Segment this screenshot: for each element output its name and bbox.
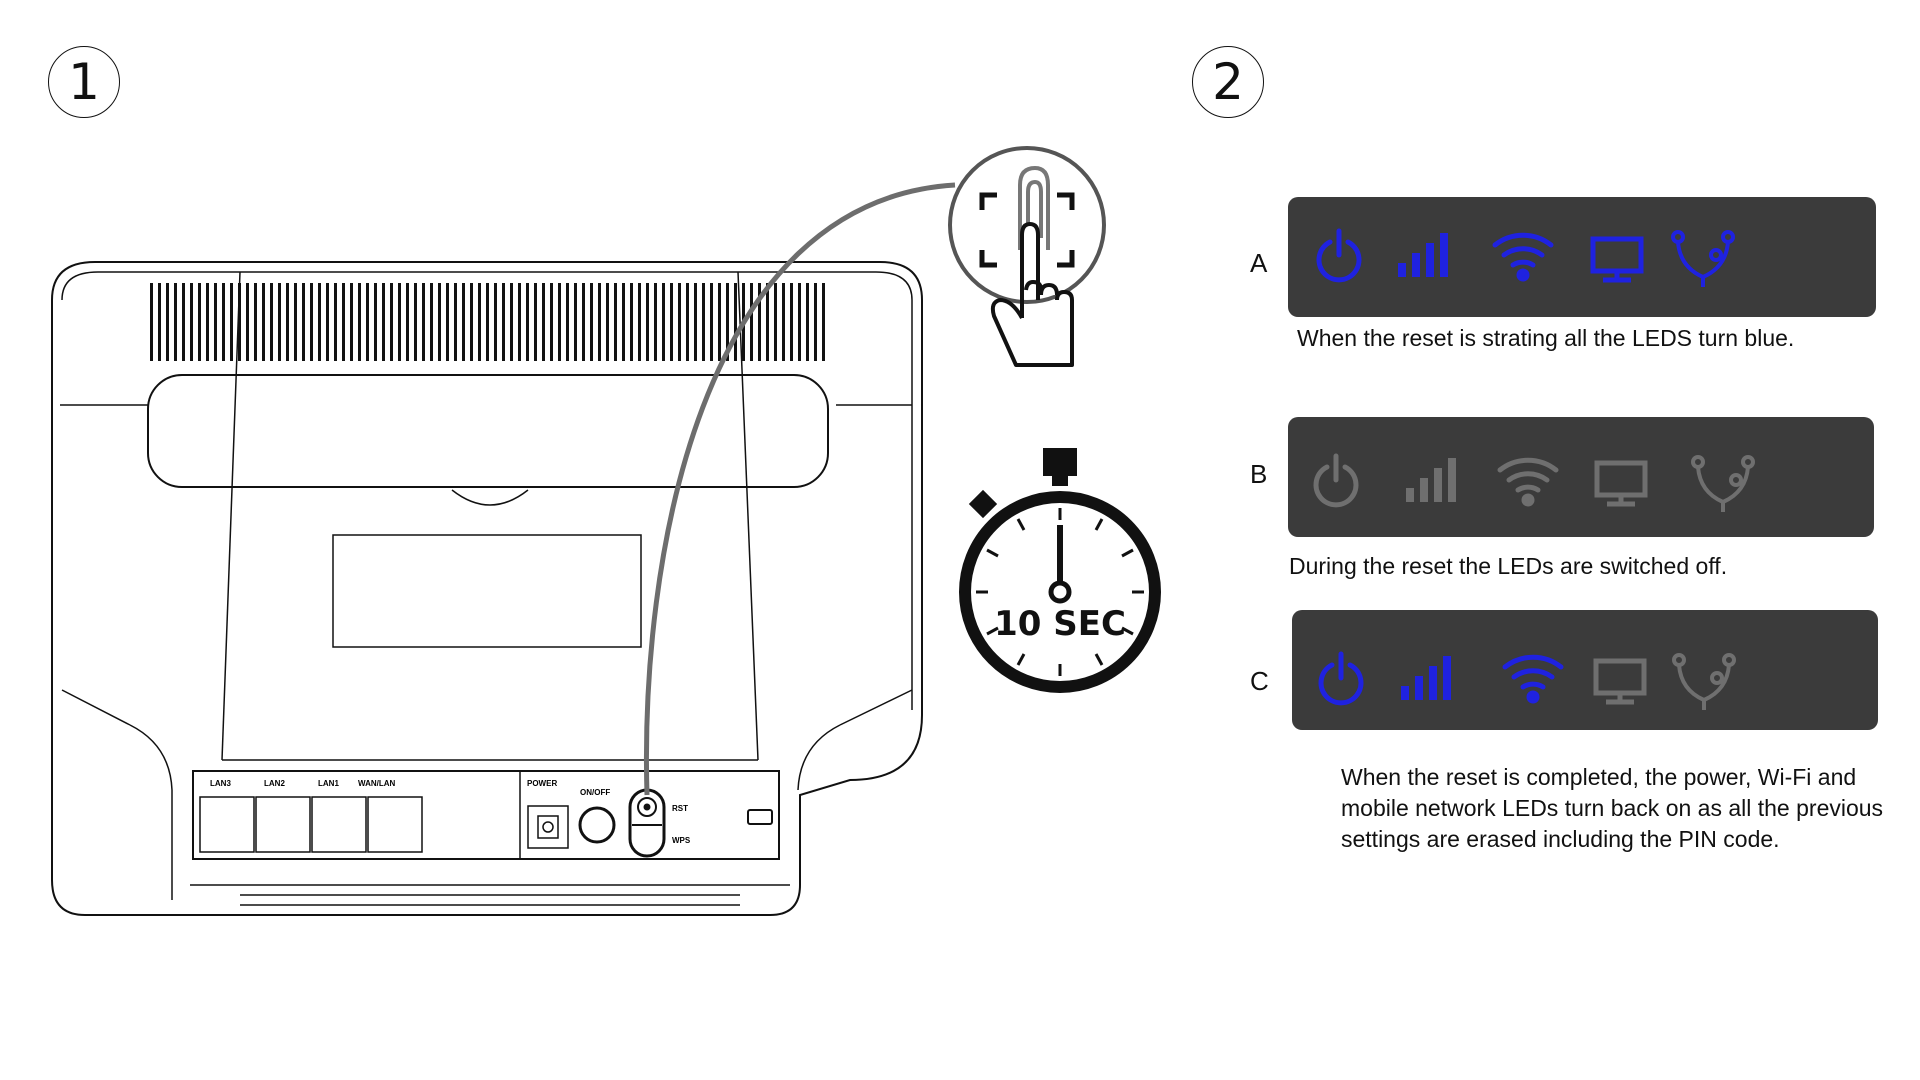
wifi-icon <box>1502 654 1564 704</box>
paperclip-press-icon <box>948 146 1106 367</box>
port-label-lan3: LAN3 <box>210 779 231 788</box>
monitor-icon <box>1590 236 1644 283</box>
step-1-number: 1 <box>68 53 100 111</box>
caption-c: When the reset is completed, the power, … <box>1341 764 1884 852</box>
led-panel-c <box>1292 610 1878 730</box>
wifi-icon <box>1497 457 1559 507</box>
network-icon <box>1672 653 1736 710</box>
monitor-icon <box>1594 460 1648 507</box>
power-port-label: POWER <box>527 779 557 788</box>
port-label-lan1: LAN1 <box>318 779 339 788</box>
signal-bars-icon <box>1406 458 1456 502</box>
row-label-b: B <box>1250 459 1268 489</box>
vent-slots <box>150 283 825 361</box>
port-label-lan2: LAN2 <box>264 779 285 788</box>
power-icon <box>1318 651 1364 706</box>
rst-label: RST <box>672 804 688 813</box>
network-icon <box>1691 455 1755 512</box>
led-panel-b <box>1288 417 1874 537</box>
timer-label: 10 SEC <box>994 604 1126 644</box>
power-icon <box>1313 453 1359 508</box>
step-2-number: 2 <box>1212 53 1244 111</box>
step-1-badge: 1 <box>48 46 120 118</box>
port-label-wan: WAN/LAN <box>358 779 396 788</box>
wifi-icon <box>1492 232 1554 282</box>
wps-label: WPS <box>672 836 691 845</box>
power-icon <box>1316 228 1362 283</box>
router-diagram: LAN3 LAN2 LAN1 WAN/LAN POWER ON/OFF RST … <box>51 146 1161 916</box>
stopwatch-icon <box>959 448 1161 693</box>
monitor-icon <box>1593 658 1647 705</box>
row-label-a: A <box>1250 248 1268 278</box>
step-2-badge: 2 <box>1192 46 1264 118</box>
caption-b: During the reset the LEDs are switched o… <box>1289 553 1728 579</box>
row-label-c: C <box>1250 666 1269 696</box>
signal-bars-icon <box>1401 656 1451 700</box>
network-icon <box>1671 230 1735 287</box>
led-panel-a <box>1288 197 1876 317</box>
onoff-label: ON/OFF <box>580 788 610 797</box>
caption-a: When the reset is strating all the LEDS … <box>1297 325 1795 351</box>
callout-line <box>644 182 956 796</box>
signal-bars-icon <box>1398 233 1448 277</box>
